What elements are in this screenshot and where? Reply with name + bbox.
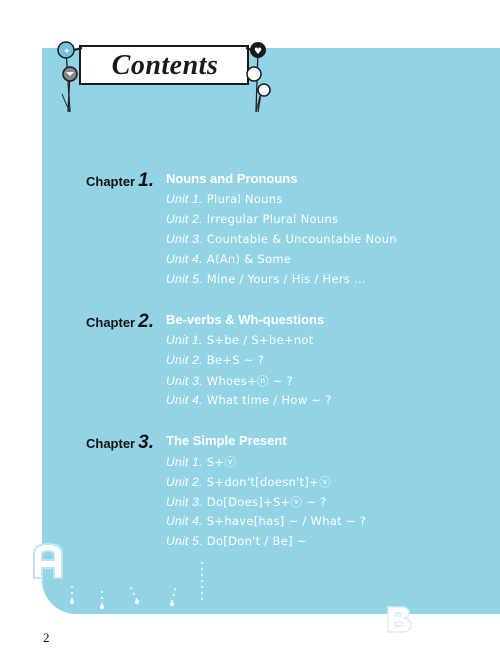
chapter-title: The Simple Present <box>166 433 287 448</box>
contents-background-panel <box>42 48 500 614</box>
banner-box <box>79 45 249 85</box>
unit-entry: Unit 4.A(An) & Some <box>166 252 292 266</box>
dotted-lines-decoration <box>70 562 203 609</box>
balloon-icon <box>250 42 266 58</box>
unit-entry: Unit 4.What time / How ~ ? <box>166 393 332 407</box>
unit-entry: Unit 2.S+don't[doesn't]+ⓥ <box>166 475 331 489</box>
balloon-icon <box>257 83 271 97</box>
unit-entry: Unit 1.S+be / S+be+not <box>166 333 314 347</box>
unit-entry: Unit 3.Countable & Uncountable Noun <box>166 232 397 246</box>
chapter-number: 1. <box>138 170 154 191</box>
unit-entry: Unit 5.Mine / Yours / His / Hers ... <box>166 272 366 286</box>
letter-b-icon <box>387 606 412 633</box>
unit-entry: Unit 4.S+have[has] ~ / What ~ ? <box>166 514 367 528</box>
unit-entry: Unit 1.S+ⓥ <box>166 455 237 469</box>
unit-entry: Unit 3.Whoes+ⓝ ~ ? <box>166 374 294 388</box>
unit-entry: Unit 2.Be+S ~ ? <box>166 353 265 367</box>
unit-entry: Unit 5.Do[Don't / Be] ~ <box>166 534 307 548</box>
chapter-title: Nouns and Pronouns <box>166 171 298 186</box>
balloon-icon <box>57 41 75 59</box>
unit-entry: Unit 1.Plural Nouns <box>166 192 283 206</box>
chapter-number: 3. <box>138 432 154 453</box>
unit-entry: Unit 3.Do[Does]+S+ⓥ ~ ? <box>166 495 327 509</box>
chapter-number: 2. <box>138 311 154 332</box>
unit-entry: Unit 2.Irregular Plural Nouns <box>166 212 339 226</box>
page-number: 2 <box>43 630 50 645</box>
chapter-title: Be-verbs & Wh-questions <box>166 312 325 327</box>
letter-a-icon: A <box>33 542 63 579</box>
title-banner: ✦ ♥ <box>57 41 271 113</box>
svg-text:✦: ✦ <box>63 47 71 57</box>
page-title: Contents <box>111 50 219 81</box>
svg-text:♥: ♥ <box>254 47 262 57</box>
balloon-icon <box>246 66 262 82</box>
